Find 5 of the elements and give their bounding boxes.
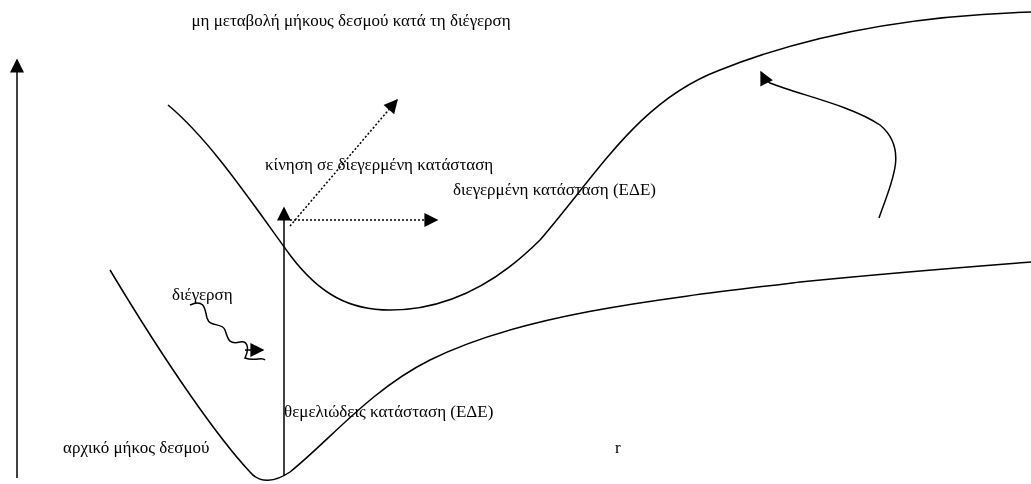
annotation-text: διέγερση xyxy=(172,284,233,306)
axis-label: r xyxy=(615,437,621,459)
annotation-text: μη μεταβολή μήκους δεσμού κατά τη διέγερση xyxy=(190,10,512,32)
axis-label: αρχικό μήκος δεσμού xyxy=(63,437,210,459)
annotation-text: κίνηση σε διεγερμένη κατάσταση xyxy=(265,154,494,176)
